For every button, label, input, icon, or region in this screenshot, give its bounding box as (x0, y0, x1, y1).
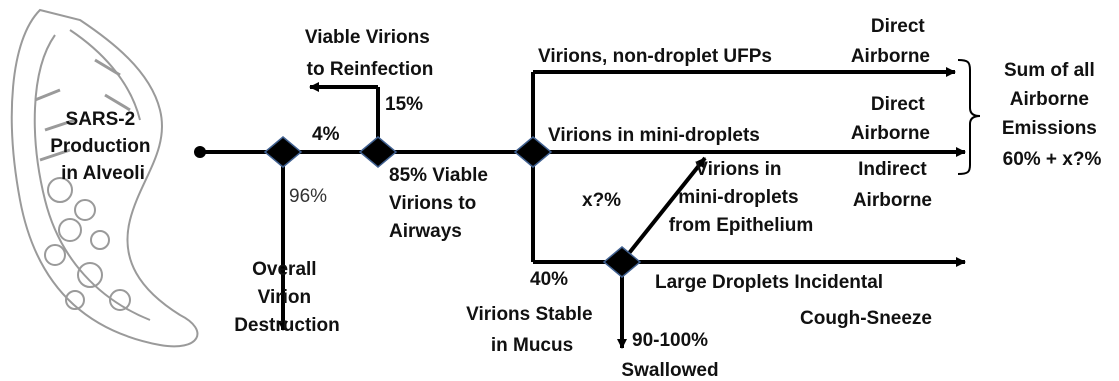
mucus-label: Virions Stable in Mucus (466, 304, 598, 356)
mini-droplets-label: Virions in mini-droplets (548, 125, 760, 146)
ufps-label: Virions, non-droplet UFPs (538, 46, 772, 67)
direct-airborne-1-label: Direct Airborne (851, 16, 930, 67)
sum-emissions-label: Sum of all Airborne Emissions 60% + x?% (1002, 60, 1102, 170)
cough-sneeze-label: Cough-Sneeze (800, 308, 932, 329)
pct-90-100-label: 90-100% (632, 330, 708, 351)
pct-x-label: x?% (582, 190, 621, 211)
epithelium-label: Virions in mini-droplets from Epithelium (669, 159, 814, 236)
source-node-dot (194, 146, 206, 158)
viable-airways-label: 85% Viable Virions to Airways (389, 165, 493, 242)
indirect-airborne-label: Indirect Airborne (853, 159, 932, 211)
large-droplets-label: Large Droplets Incidental (655, 272, 883, 293)
reinfection-junction (358, 136, 398, 168)
airway-junction (513, 136, 553, 168)
pct-96-label: 96% (289, 186, 327, 207)
reinfection-label: Viable Virions to Reinfection (305, 27, 435, 80)
sum-brace (957, 59, 981, 175)
pct-15-label: 15% (385, 94, 423, 115)
pct-40-label: 40% (530, 269, 568, 290)
overall-destruction-label: Overall Virion Destruction (234, 259, 340, 336)
alveoli-sketch (10, 8, 199, 348)
swallowed-label: Swallowed (621, 360, 718, 381)
epithelium-line (620, 156, 707, 264)
pct-4-label: 4% (312, 124, 340, 145)
sars2-production-label: SARS-2 Production in Alveoli (50, 109, 156, 184)
destruction-junction (263, 136, 303, 168)
direct-airborne-2-label: Direct Airborne (851, 94, 930, 144)
mucus-junction (602, 246, 642, 278)
